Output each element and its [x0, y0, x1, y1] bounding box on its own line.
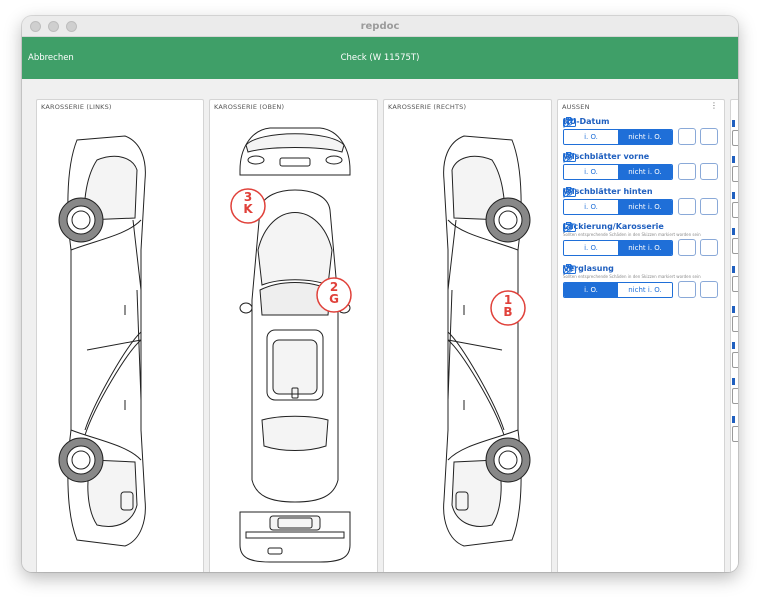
notok-option[interactable]: nicht i. O.: [618, 199, 672, 214]
cut-label-mark: [732, 306, 735, 313]
ok-option[interactable]: i. O.: [564, 199, 618, 214]
car-right-side-sketch[interactable]: [384, 100, 553, 572]
minimize-window-button[interactable]: [48, 21, 59, 32]
notok-option[interactable]: nicht i. O.: [618, 129, 672, 144]
cut-toggle[interactable]: [732, 388, 738, 404]
cut-toggle[interactable]: [732, 316, 738, 332]
notok-option[interactable]: nicht i. O.: [618, 164, 672, 179]
app-window: repdoc Abbrechen Check (W 11575T) KAROSS…: [22, 16, 738, 572]
car-left-side-sketch[interactable]: [37, 100, 205, 572]
check-note: Sollten entsprechende Schäden in den Ski…: [563, 232, 701, 237]
next-panel-partial: [730, 99, 738, 572]
cut-label-mark: [732, 228, 735, 235]
main-content: KAROSSERIE (LINKS): [22, 79, 738, 572]
ok-option[interactable]: i. O.: [564, 164, 618, 179]
pencil-icon: [563, 222, 574, 233]
cut-toggle[interactable]: [732, 352, 738, 368]
cut-label-mark: [732, 156, 735, 163]
edit-button[interactable]: [563, 152, 718, 180]
panel-title: KAROSSERIE (OBEN): [214, 103, 285, 111]
cut-label-mark: [732, 192, 735, 199]
zoom-window-button[interactable]: [66, 21, 77, 32]
damage-marker-3[interactable]: [230, 188, 266, 224]
check-item-lackierung-karosserie: Lackierung/Karosserie Sollten entspreche…: [563, 222, 723, 256]
damage-marker-3-label: 3 K: [243, 190, 253, 216]
damage-marker-2[interactable]: [316, 277, 352, 313]
camera-button[interactable]: [563, 152, 696, 180]
camera-button[interactable]: [563, 222, 696, 256]
check-label: HU-Datum: [563, 117, 610, 126]
cut-toggle[interactable]: [732, 166, 738, 182]
pencil-icon: [563, 187, 574, 198]
camera-button[interactable]: [563, 117, 696, 145]
cut-label-mark: [732, 266, 735, 273]
check-item-hu-datum: HU-Datum i. O. nicht i. O.: [563, 117, 723, 145]
check-label: Wischblätter hinten: [563, 187, 653, 196]
cut-label-mark: [732, 120, 735, 127]
ok-option[interactable]: i. O.: [564, 282, 618, 297]
edit-button[interactable]: [563, 187, 718, 215]
page-title: Check (W 11575T): [340, 53, 420, 63]
cut-toggle[interactable]: [732, 202, 738, 218]
body-top-panel: KAROSSERIE (OBEN): [209, 99, 378, 572]
ok-option[interactable]: i. O.: [564, 240, 618, 255]
check-label: Wischblätter vorne: [563, 152, 650, 161]
cut-toggle[interactable]: [732, 130, 738, 146]
ok-notok-toggle[interactable]: i. O. nicht i. O.: [563, 281, 673, 298]
app-header: Abbrechen Check (W 11575T): [22, 37, 738, 79]
more-menu-icon[interactable]: ⋮: [710, 101, 718, 110]
check-note: Sollten entsprechende Schäden in den Ski…: [563, 274, 701, 279]
camera-button[interactable]: [563, 187, 696, 215]
notok-option[interactable]: nicht i. O.: [618, 240, 672, 255]
panel-title: KAROSSERIE (RECHTS): [388, 103, 467, 111]
cut-label-mark: [732, 416, 735, 423]
body-right-panel: KAROSSERIE (RECHTS): [383, 99, 552, 572]
camera-button[interactable]: [563, 264, 696, 298]
panel-title: KAROSSERIE (LINKS): [41, 103, 112, 111]
notok-option[interactable]: nicht i. O.: [618, 282, 672, 297]
check-label: Verglasung: [563, 264, 614, 273]
ok-notok-toggle[interactable]: i. O. nicht i. O.: [563, 239, 673, 256]
check-item-wischblaetter-vorne: Wischblätter vorne i. O. nicht i. O.: [563, 152, 723, 180]
ok-notok-toggle[interactable]: i. O. nicht i. O.: [563, 163, 673, 180]
pencil-icon: [563, 117, 574, 128]
check-item-wischblaetter-hinten: Wischblätter hinten i. O. nicht i. O.: [563, 187, 723, 215]
ok-notok-toggle[interactable]: i. O. nicht i. O.: [563, 198, 673, 215]
aussen-panel: AUSSEN ⋮ HU-Datum i. O. nicht i. O.: [557, 99, 725, 572]
window-title: repdoc: [360, 21, 400, 32]
damage-marker-1[interactable]: [490, 290, 526, 326]
cut-toggle[interactable]: [732, 238, 738, 254]
body-left-panel: KAROSSERIE (LINKS): [36, 99, 204, 572]
close-window-button[interactable]: [30, 21, 41, 32]
pencil-icon: [563, 264, 574, 275]
edit-button[interactable]: [563, 264, 718, 298]
car-top-sketch[interactable]: [210, 100, 379, 572]
cut-label-mark: [732, 378, 735, 385]
cut-toggle[interactable]: [732, 426, 738, 442]
cut-toggle[interactable]: [732, 276, 738, 292]
check-label: Lackierung/Karosserie: [563, 222, 664, 231]
edit-button[interactable]: [563, 222, 718, 256]
cancel-button[interactable]: Abbrechen: [28, 53, 74, 63]
camera-icon: [563, 187, 576, 197]
ok-option[interactable]: i. O.: [564, 129, 618, 144]
cut-label-mark: [732, 342, 735, 349]
pencil-icon: [563, 152, 574, 163]
edit-button[interactable]: [563, 117, 718, 145]
ok-notok-toggle[interactable]: i. O. nicht i. O.: [563, 128, 673, 145]
check-item-verglasung: Verglasung Sollten entsprechende Schäden…: [563, 264, 723, 298]
damage-marker-1-label: 1 B: [503, 293, 513, 319]
title-bar: repdoc: [22, 16, 738, 37]
panel-title: AUSSEN: [562, 103, 590, 111]
damage-marker-2-label: 2 G: [329, 280, 339, 306]
window-controls: [30, 21, 77, 32]
